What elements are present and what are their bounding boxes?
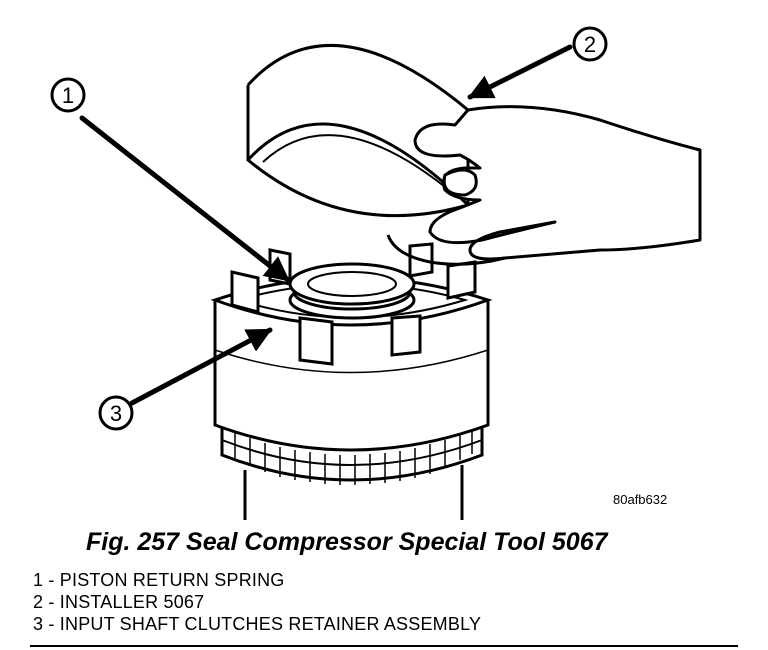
piston-return-spring (288, 262, 416, 320)
callout-arrow-2 (467, 44, 573, 100)
figure-image-id: 80afb632 (613, 492, 668, 507)
callout-arrow-3 (129, 327, 273, 406)
legend-item: 1 - PISTON RETURN SPRING (33, 570, 285, 590)
callout-1: 1 (50, 77, 86, 113)
callout-2-number: 2 (584, 32, 596, 57)
bottom-rule (30, 645, 738, 647)
callout-3: 3 (98, 395, 134, 431)
figure-caption: Fig. 257 Seal Compressor Special Tool 50… (86, 528, 608, 556)
callout-2: 2 (572, 26, 608, 62)
installer-tool (246, 44, 470, 218)
callout-3-number: 3 (110, 401, 122, 426)
callout-arrows (79, 44, 573, 406)
callout-1-number: 1 (62, 83, 74, 108)
figure-legend: 1 - PISTON RETURN SPRING 2 - INSTALLER 5… (33, 569, 481, 635)
technician-hand (386, 105, 702, 266)
legend-item: 2 - INSTALLER 5067 (33, 592, 205, 612)
callout-arrow-1 (79, 115, 291, 283)
legend-item: 3 - INPUT SHAFT CLUTCHES RETAINER ASSEMB… (33, 614, 482, 634)
technical-illustration: 1 2 3 (50, 26, 702, 520)
